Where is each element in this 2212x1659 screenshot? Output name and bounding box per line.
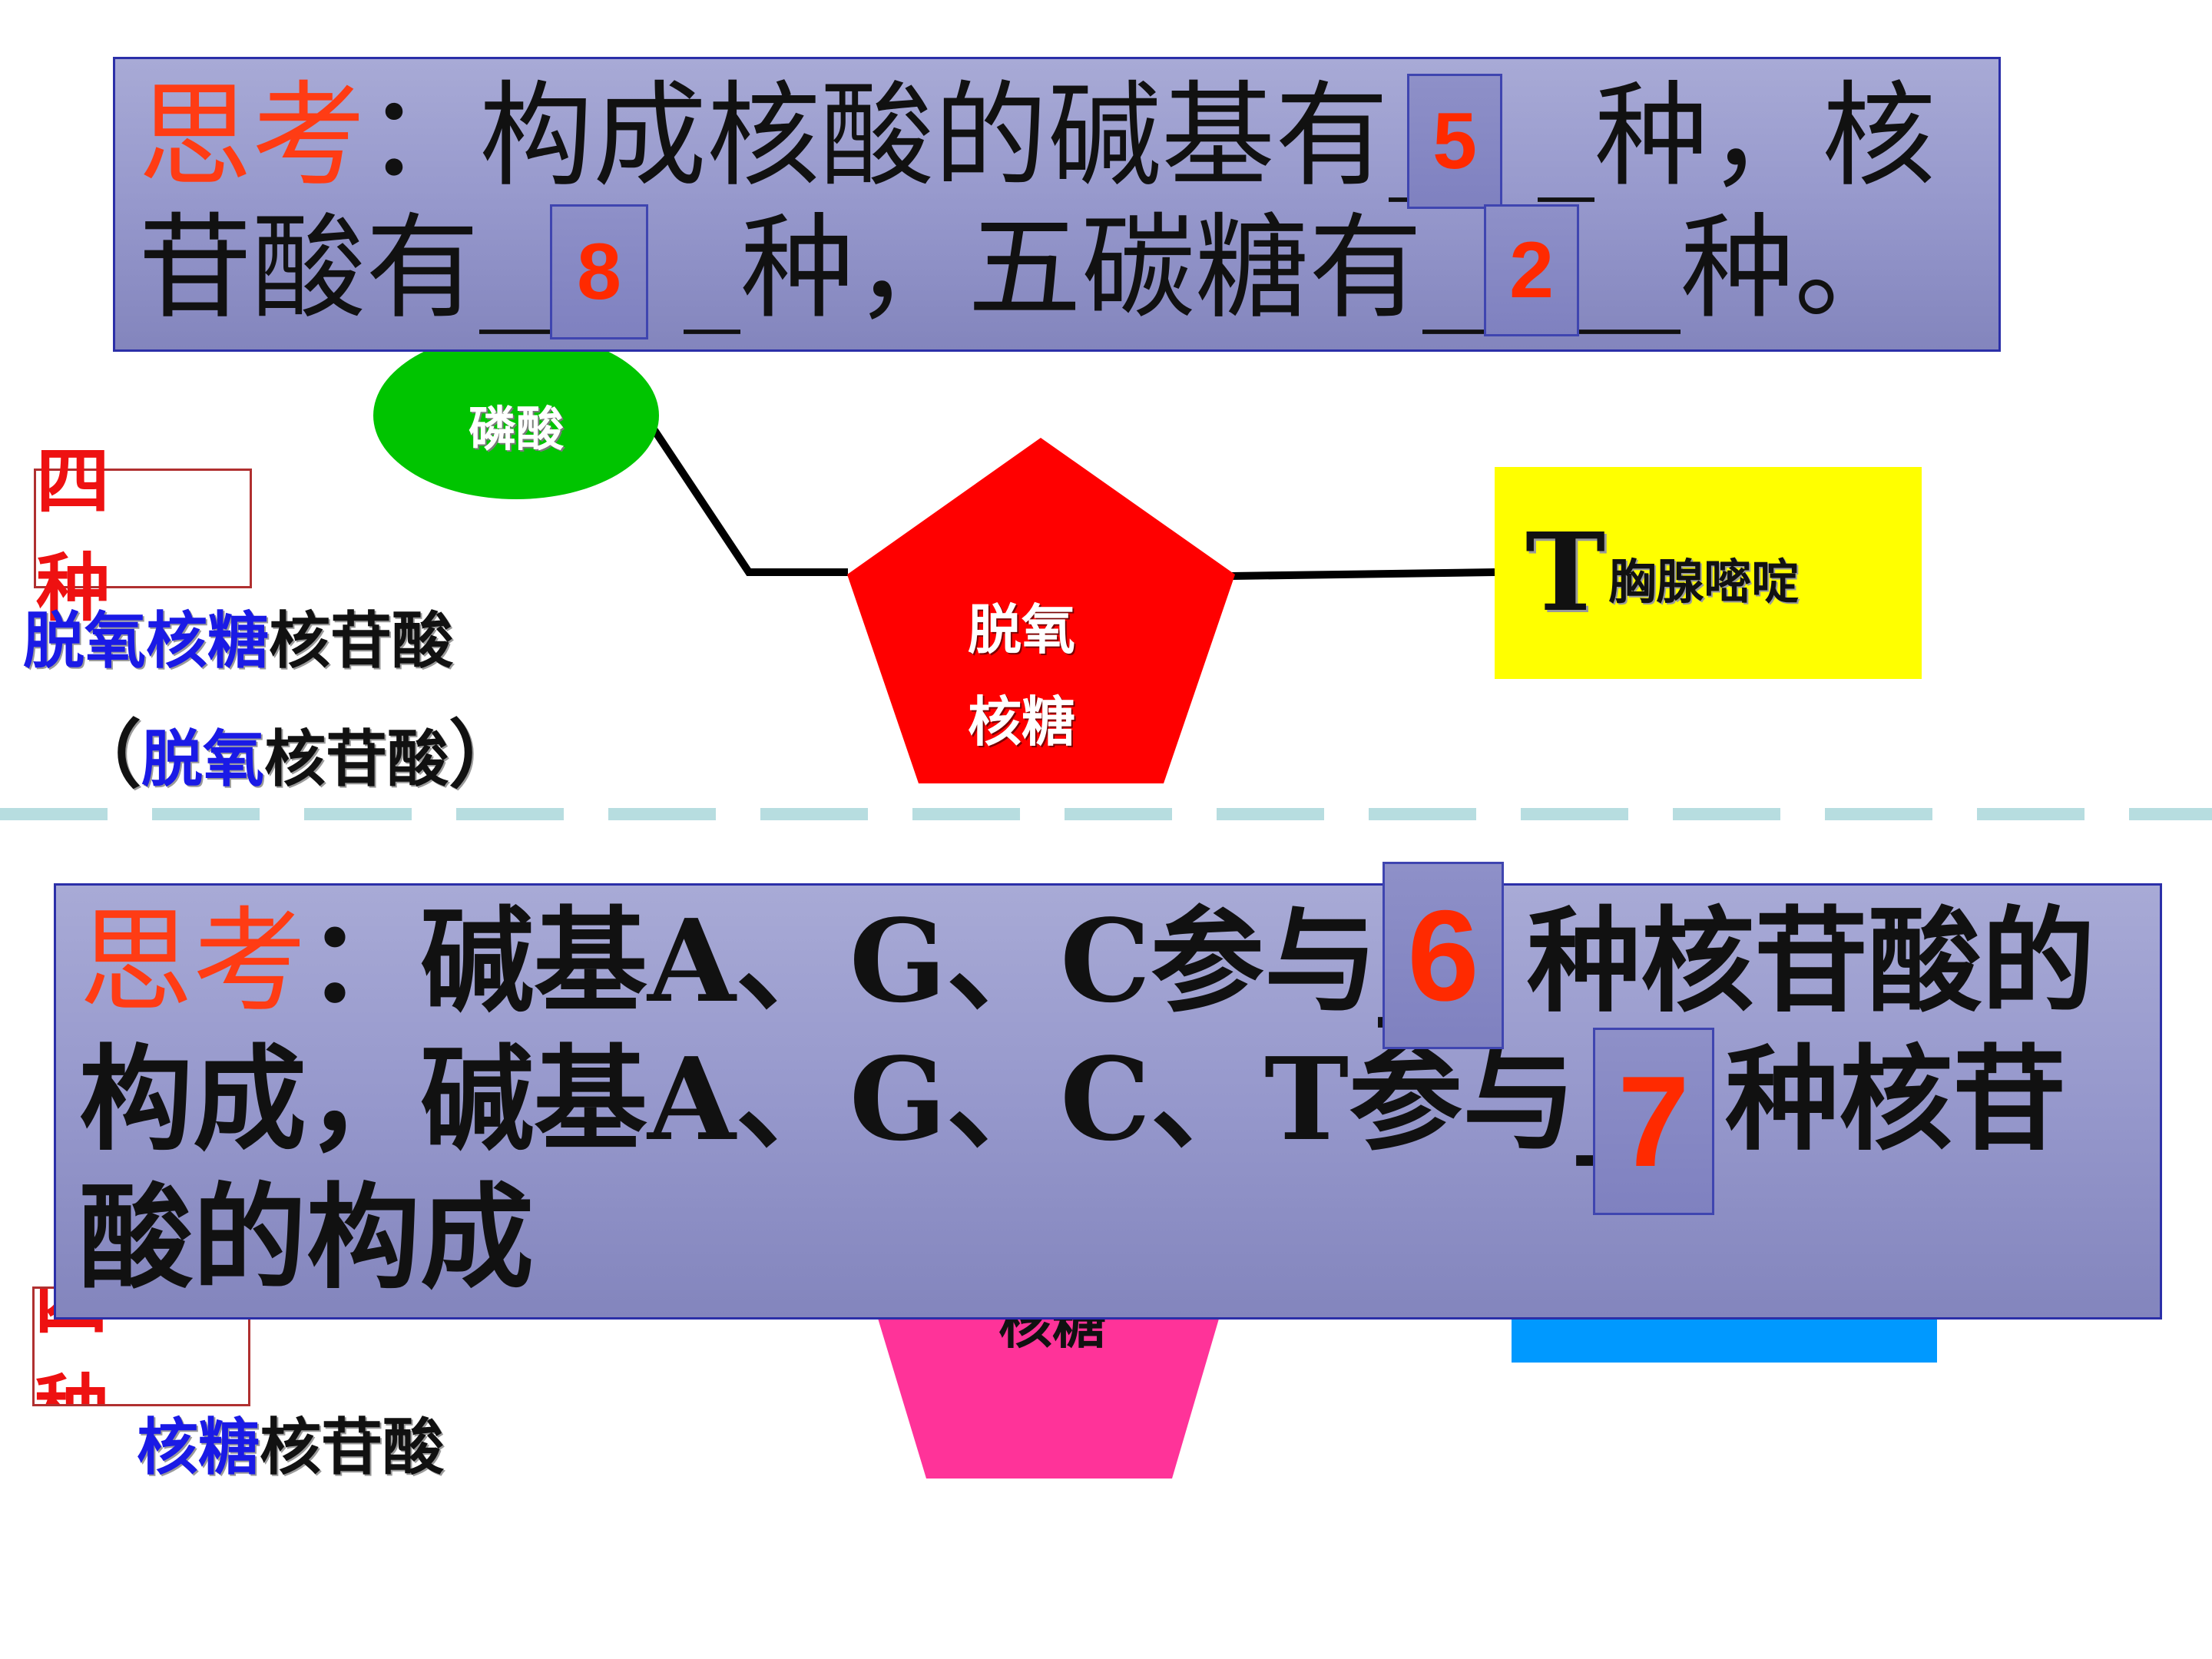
deoxyribonucleotide-name: 脱氧核糖核苷酸 <box>23 591 453 680</box>
q2-line-1: 思考：碱基A、G、C参与_ 种核苷酸的 <box>79 892 2095 1031</box>
phosphate-sugar-bond <box>651 428 848 576</box>
q2-line2-end: 种核苷 <box>1725 1032 2067 1166</box>
q2-line-3: 酸的构成 <box>79 1171 534 1304</box>
phosphate-label: 磷酸 <box>468 401 564 457</box>
answer-agct: 7 <box>1593 1028 1714 1215</box>
q1-line1-end: _种，核 <box>1538 70 1936 202</box>
sugar-base-bond <box>1231 568 1495 580</box>
deoxynucleotide-alt-name: （脱氧核苷酸） <box>68 695 522 802</box>
base-letter: T <box>1525 510 1606 636</box>
question-box-1: 思考：构成核酸的碱基有_ _种，核 苷酸有__ _种，五碳糖有____种。 <box>113 57 2001 352</box>
base-name: 胸腺嘧啶 <box>1608 554 1800 610</box>
name3-black-part: 核苷酸 <box>260 1412 444 1483</box>
ribonucleotide-name: 核糖核苷酸 <box>137 1398 444 1487</box>
four-kinds-box-top: 四 种 <box>34 439 252 631</box>
deoxyribose-pentagon <box>847 438 1235 783</box>
ribose-pentagon <box>874 1306 1223 1479</box>
name-black-part: 核苷酸 <box>269 605 453 677</box>
paren-close: ） <box>449 711 522 798</box>
answer-bases: 5 <box>1407 74 1502 209</box>
q2-line2-text: 构成，碱基A、G、C、T参与_ <box>79 1032 1634 1166</box>
deoxyribose-label-line1: 脱氧 <box>968 598 1075 661</box>
answer-sugars: 2 <box>1484 204 1579 336</box>
answer-agc: 6 <box>1382 862 1504 1049</box>
alt-blue-part: 脱氧 <box>141 724 264 795</box>
paren-open: （ <box>68 711 141 798</box>
q1-line-2: 苷酸有__ _种，五碳糖有____种。 <box>138 202 1908 334</box>
q2-think-label: 思考 <box>79 896 306 1028</box>
deoxyribose-label: 脱氧 核糖 <box>891 584 1152 768</box>
phosphate-circle: 磷酸 <box>373 332 659 499</box>
q1-line2-mid: _种，五碳糖有__ <box>684 202 1536 334</box>
q1-think-label: 思考 <box>138 70 366 202</box>
q2-line-2: 构成，碱基A、G、C、T参与_ 种核苷 <box>79 1030 2066 1168</box>
thymine-base-box: T 胸腺嘧啶 <box>1495 467 1922 679</box>
q1-line2-end: __种。 <box>1567 202 1908 334</box>
name3-blue-part: 核糖 <box>137 1412 260 1483</box>
deoxyribose-label-line2: 核糖 <box>968 690 1075 753</box>
alt-black-part: 核苷酸 <box>264 724 449 795</box>
q1-line-1: 思考：构成核酸的碱基有_ _种，核 <box>138 70 1936 202</box>
q1-line2-start: 苷酸有__ <box>138 202 593 334</box>
question-box-2: 思考：碱基A、G、C参与_ 种核苷酸的 构成，碱基A、G、C、T参与_ 种核苷 酸的… <box>54 883 2162 1320</box>
q1-line1-text: ：构成核酸的碱基有_ <box>366 70 1445 202</box>
name-blue-part: 脱氧核糖 <box>23 605 269 677</box>
q2-line1-text: ：碱基A、G、C参与_ <box>306 894 1435 1028</box>
q2-line1-end: 种核苷酸的 <box>1527 894 2096 1028</box>
answer-nucleotides: 8 <box>550 204 648 339</box>
